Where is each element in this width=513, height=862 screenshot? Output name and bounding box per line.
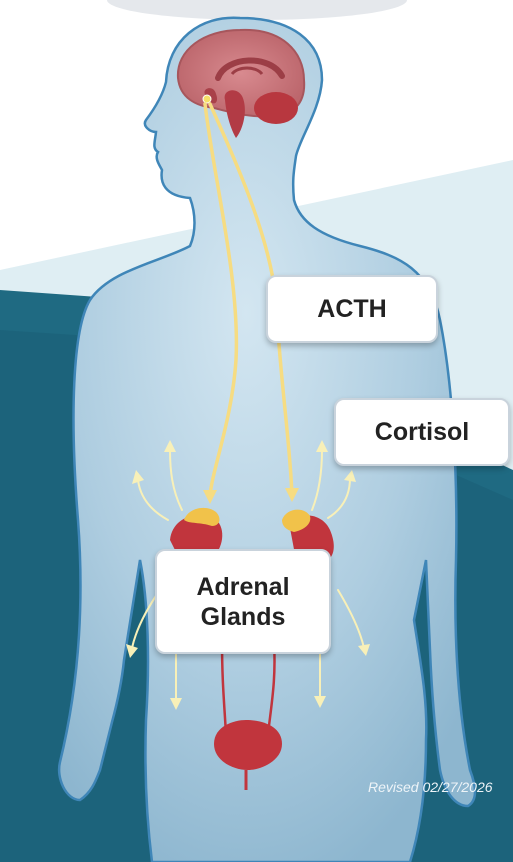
cortisol-label: Cortisol — [334, 398, 510, 466]
acth-label: ACTH — [266, 275, 438, 343]
revised-date: Revised 02/27/2026 — [368, 779, 493, 795]
adrenal-glands-label: Adrenal Glands — [155, 549, 331, 654]
adrenal-label-line2: Glands — [201, 602, 286, 632]
adrenal-label-line1: Adrenal — [196, 572, 289, 602]
